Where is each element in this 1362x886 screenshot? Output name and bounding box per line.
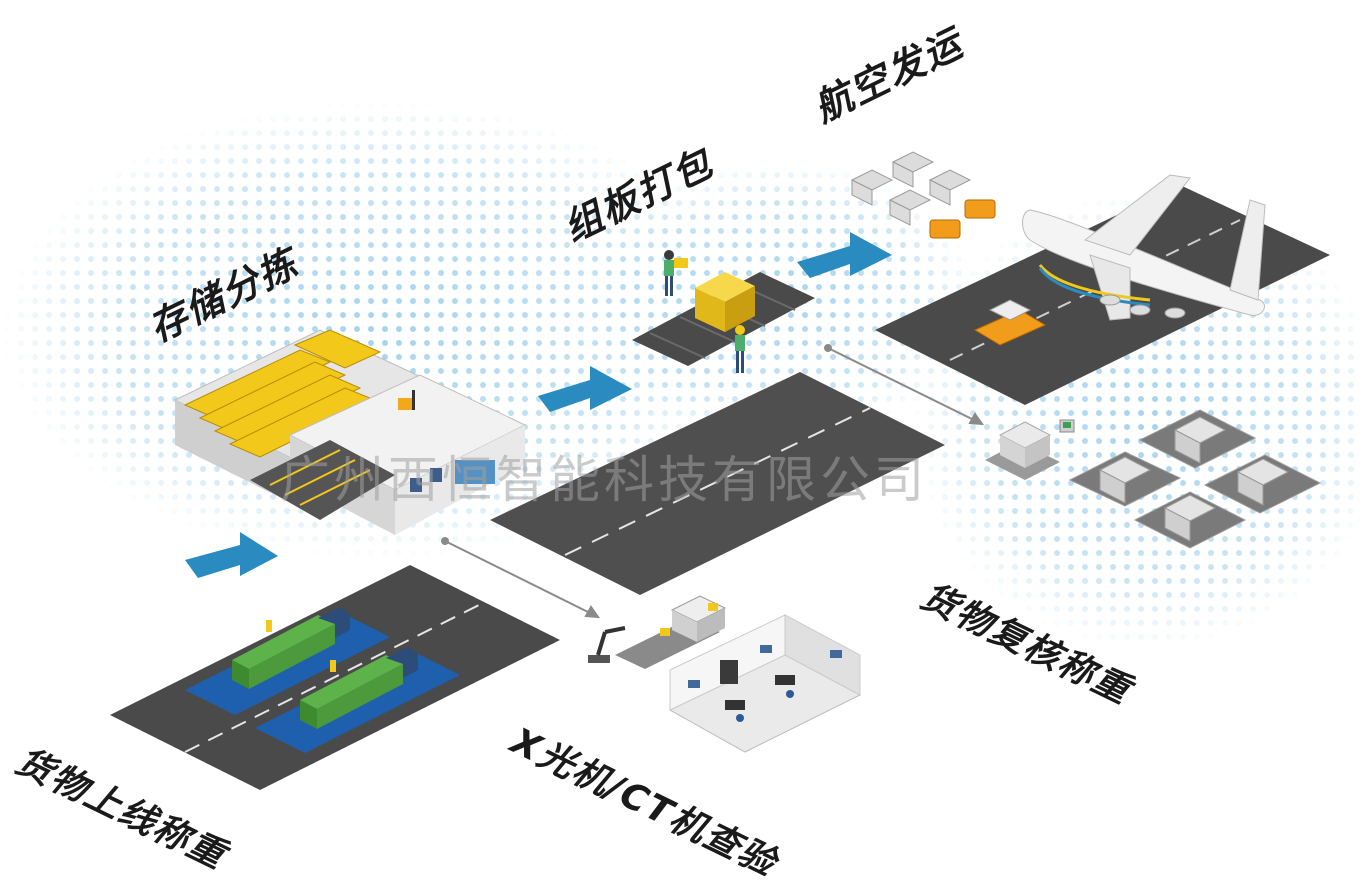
warehouse-icon — [173, 329, 527, 535]
baggage-cart-icon — [850, 151, 996, 239]
robot-arm-icon — [588, 626, 626, 663]
pallet-icon — [695, 272, 755, 332]
flow-arrow — [185, 232, 892, 578]
watermark-text: 广州西恒智能科技有限公司 — [280, 451, 928, 509]
pallet-icon — [1068, 409, 1322, 549]
cargo-loader-icon — [973, 299, 1047, 346]
xray-machine-icon — [615, 595, 727, 669]
forklift-icon — [398, 390, 415, 410]
worker-icon — [664, 250, 745, 373]
scale-icon — [985, 419, 1075, 480]
truck-icon — [232, 607, 418, 729]
airplane-icon — [1022, 174, 1266, 321]
connector-line — [441, 344, 985, 619]
central-runway — [490, 372, 945, 595]
control-room-icon — [668, 614, 862, 753]
